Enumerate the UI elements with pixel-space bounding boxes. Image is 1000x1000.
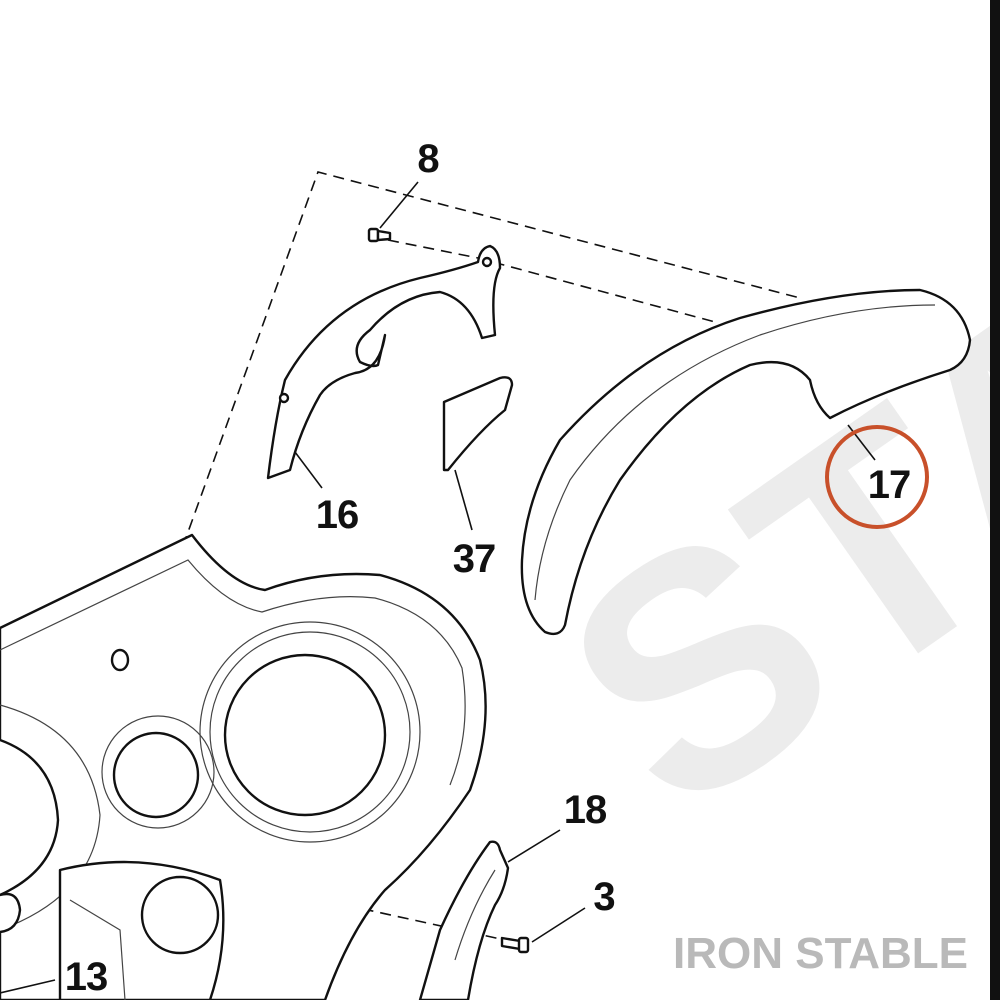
- leader-18: [507, 829, 561, 863]
- bracket-hole-top: [481, 256, 493, 268]
- callout-3: 3: [593, 875, 614, 919]
- screw-part-8: [367, 227, 392, 243]
- lower-gauge-opening: [140, 875, 220, 955]
- brand-watermark: IRON STABLE: [673, 929, 968, 978]
- lower-panel-detail: [69, 899, 126, 1000]
- dashed-line-outer: [139, 171, 801, 666]
- left-gauge-opening: [0, 738, 60, 897]
- large-gauge-opening: [223, 653, 387, 817]
- callout-16: 16: [316, 493, 359, 537]
- callout-13: 13: [65, 955, 108, 999]
- trim-contour: [454, 869, 496, 961]
- leader-lines: [0, 181, 876, 994]
- outer-cap-outline: [520, 288, 972, 636]
- large-gauge-bezel: [209, 631, 411, 833]
- screw-8-shank: [376, 229, 392, 242]
- bracket-outline: [266, 244, 502, 480]
- small-gauge-opening: [112, 731, 200, 819]
- inner-fairing-part-13: [0, 533, 487, 1000]
- mounting-hole: [110, 648, 130, 672]
- right-border: [990, 0, 1000, 1000]
- leader-17: [847, 424, 876, 461]
- callout-17: 17: [868, 463, 911, 507]
- screw-part-3: [500, 936, 530, 954]
- screw-3-head: [517, 936, 530, 954]
- leader-37: [454, 469, 473, 531]
- callout-18: 18: [564, 788, 607, 832]
- small-gauge-bezel: [101, 715, 215, 829]
- callout-37: 37: [453, 537, 496, 581]
- trim-part-18: [418, 840, 510, 1000]
- pad-part-37: [442, 376, 514, 472]
- left-edge-knob: [0, 892, 22, 934]
- outer-cap-contour: [534, 304, 936, 601]
- screw-8-head: [367, 227, 380, 243]
- screw-3-shank: [500, 936, 522, 951]
- outer-cap-part-17: [520, 288, 972, 636]
- callout-8: 8: [417, 137, 439, 181]
- inner-fairing-rim-line: [0, 559, 466, 786]
- bracket-part-16: [266, 244, 502, 480]
- highlight-ring: [825, 425, 929, 529]
- leader-8: [379, 181, 419, 229]
- bracket-hole-side: [278, 392, 290, 404]
- left-gauge-bezel: [0, 704, 101, 931]
- leader-13: [0, 979, 56, 994]
- large-gauge-bezel-outer: [199, 621, 421, 843]
- leader-3: [531, 907, 586, 943]
- leader-16: [294, 451, 323, 489]
